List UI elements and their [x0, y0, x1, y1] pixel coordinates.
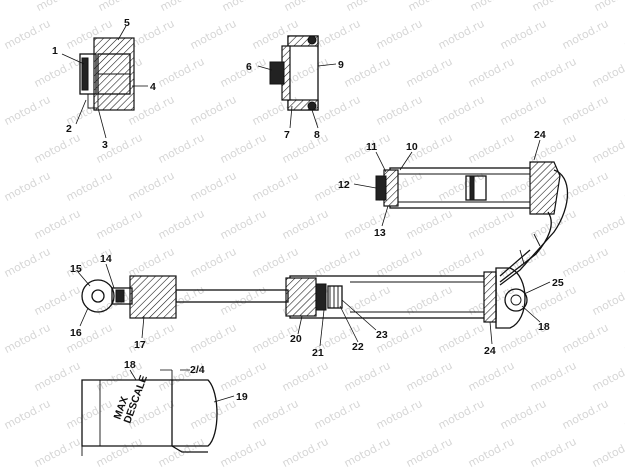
piston-rod-assembly — [81, 275, 289, 319]
callout-24b: 24 — [484, 345, 496, 357]
callout-5: 5 — [124, 17, 130, 29]
callout-21: 21 — [312, 347, 324, 359]
callout-9: 9 — [338, 59, 344, 71]
callout-22: 22 — [352, 341, 364, 353]
callout-2: 2 — [66, 123, 72, 135]
callout-19: 19 — [236, 391, 248, 403]
damper-end-eye — [495, 267, 526, 329]
callout-10: 10 — [406, 141, 418, 153]
damper-body — [285, 249, 531, 329]
bottom-cap — [172, 379, 218, 447]
callout-14: 14 — [100, 253, 112, 265]
callout-16: 16 — [70, 327, 82, 339]
callout-13: 13 — [374, 227, 386, 239]
callout-6: 6 — [246, 61, 252, 73]
callout-labels: 1 5 4 2 3 6 7 8 9 10 11 12 13 24 15 14 1… — [52, 17, 564, 403]
piston-rod — [175, 289, 289, 303]
callout-12: 12 — [338, 179, 350, 191]
callout-15: 15 — [70, 263, 82, 275]
callout-8: 8 — [314, 129, 320, 141]
reservoir — [375, 161, 561, 215]
rod-end-eye — [81, 279, 115, 313]
callout-7: 7 — [284, 129, 290, 141]
callout-17: 17 — [134, 339, 146, 351]
cap-body — [287, 35, 319, 111]
callout-18b: 18 — [124, 359, 136, 371]
cap-nut — [269, 61, 285, 85]
callout-20: 20 — [290, 333, 302, 345]
bump-stop — [129, 275, 177, 319]
cap-oring — [307, 101, 317, 111]
damper-piston — [285, 277, 317, 317]
rod-end-neck — [111, 287, 133, 305]
bushing-detail — [79, 37, 135, 111]
floating-piston — [465, 175, 487, 201]
callout-11: 11 — [366, 141, 377, 153]
reservoir-valve — [375, 175, 387, 201]
callout-4: 4 — [150, 81, 156, 93]
callout-24a: 24 — [534, 129, 546, 141]
callout-23: 23 — [376, 329, 388, 341]
cap-detail — [269, 35, 319, 111]
callout-25: 25 — [552, 277, 564, 289]
callout-1: 1 — [52, 45, 58, 57]
bushing-seal-ring — [81, 57, 89, 91]
callout-3: 3 — [102, 139, 108, 151]
gap-dimension: 2/4 — [190, 364, 205, 376]
callout-18a: 18 — [538, 321, 550, 333]
leader-lines — [61, 25, 551, 403]
bottom-detail: MAX DESCALE 2/4 — [81, 364, 218, 456]
